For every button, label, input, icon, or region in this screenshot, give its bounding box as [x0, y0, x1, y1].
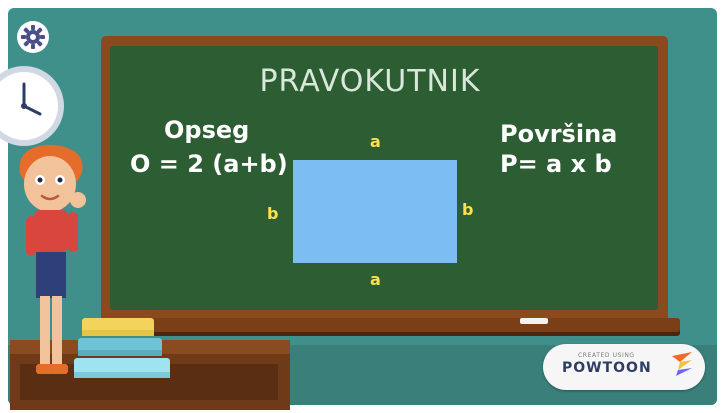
gear-icon[interactable]: [16, 20, 50, 54]
powtoon-logo-icon: [672, 352, 692, 376]
powtoon-badge[interactable]: [543, 344, 705, 390]
boy-character: [19, 144, 86, 374]
perimeter-formula: O = 2 (a+b): [130, 150, 288, 178]
side-label-left: b: [267, 204, 279, 223]
rectangle-shape: [293, 160, 457, 263]
side-label-bottom: a: [370, 270, 381, 289]
area-formula: P= a x b: [500, 150, 612, 178]
side-label-top: a: [370, 132, 381, 151]
perimeter-heading: Opseg: [164, 116, 250, 144]
chalk-piece: [520, 318, 548, 324]
books-stack: [74, 318, 170, 378]
area-heading: Površina: [500, 120, 618, 148]
side-label-right: b: [462, 200, 474, 219]
wall-clock-icon: [0, 66, 64, 146]
powtoon-name: POWTOON: [562, 360, 652, 376]
powtoon-caption: CREATED USING: [578, 352, 635, 359]
board-title: PRAVOKUTNIK: [259, 64, 481, 99]
